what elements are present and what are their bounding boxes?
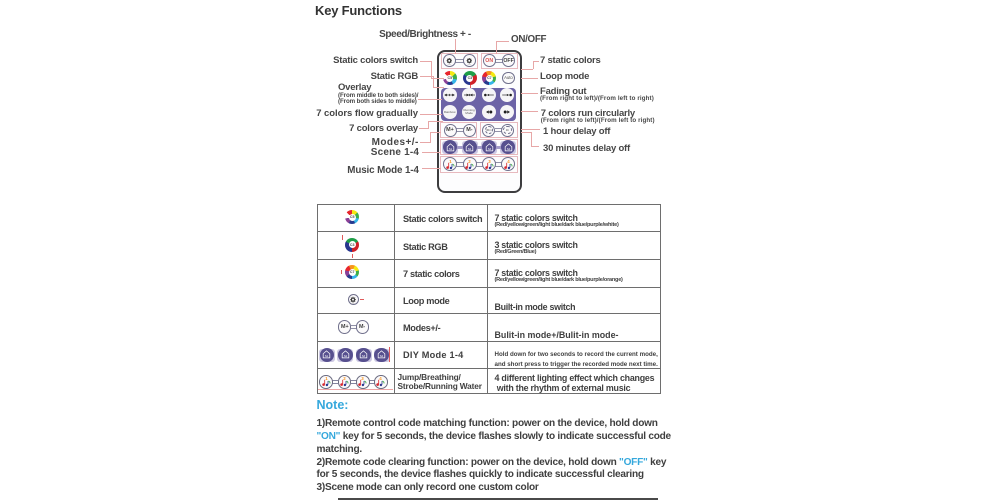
svg-text:4: 4 bbox=[507, 159, 510, 164]
svg-text:S1: S1 bbox=[448, 147, 452, 151]
svg-text:3: 3 bbox=[362, 376, 365, 381]
svg-text:S2: S2 bbox=[344, 354, 348, 358]
svg-text:S3: S3 bbox=[362, 354, 366, 358]
svg-text:3: 3 bbox=[488, 159, 491, 164]
svg-text:S4: S4 bbox=[507, 147, 511, 151]
svg-text:S3: S3 bbox=[487, 147, 491, 151]
svg-text:1: 1 bbox=[325, 376, 328, 381]
svg-text:2: 2 bbox=[468, 159, 471, 164]
svg-text:4: 4 bbox=[380, 376, 383, 381]
svg-text:2: 2 bbox=[343, 376, 346, 381]
svg-text:S4: S4 bbox=[380, 354, 384, 358]
svg-text:S2: S2 bbox=[468, 147, 472, 151]
svg-text:S1: S1 bbox=[325, 354, 329, 358]
svg-text:1: 1 bbox=[449, 159, 452, 164]
